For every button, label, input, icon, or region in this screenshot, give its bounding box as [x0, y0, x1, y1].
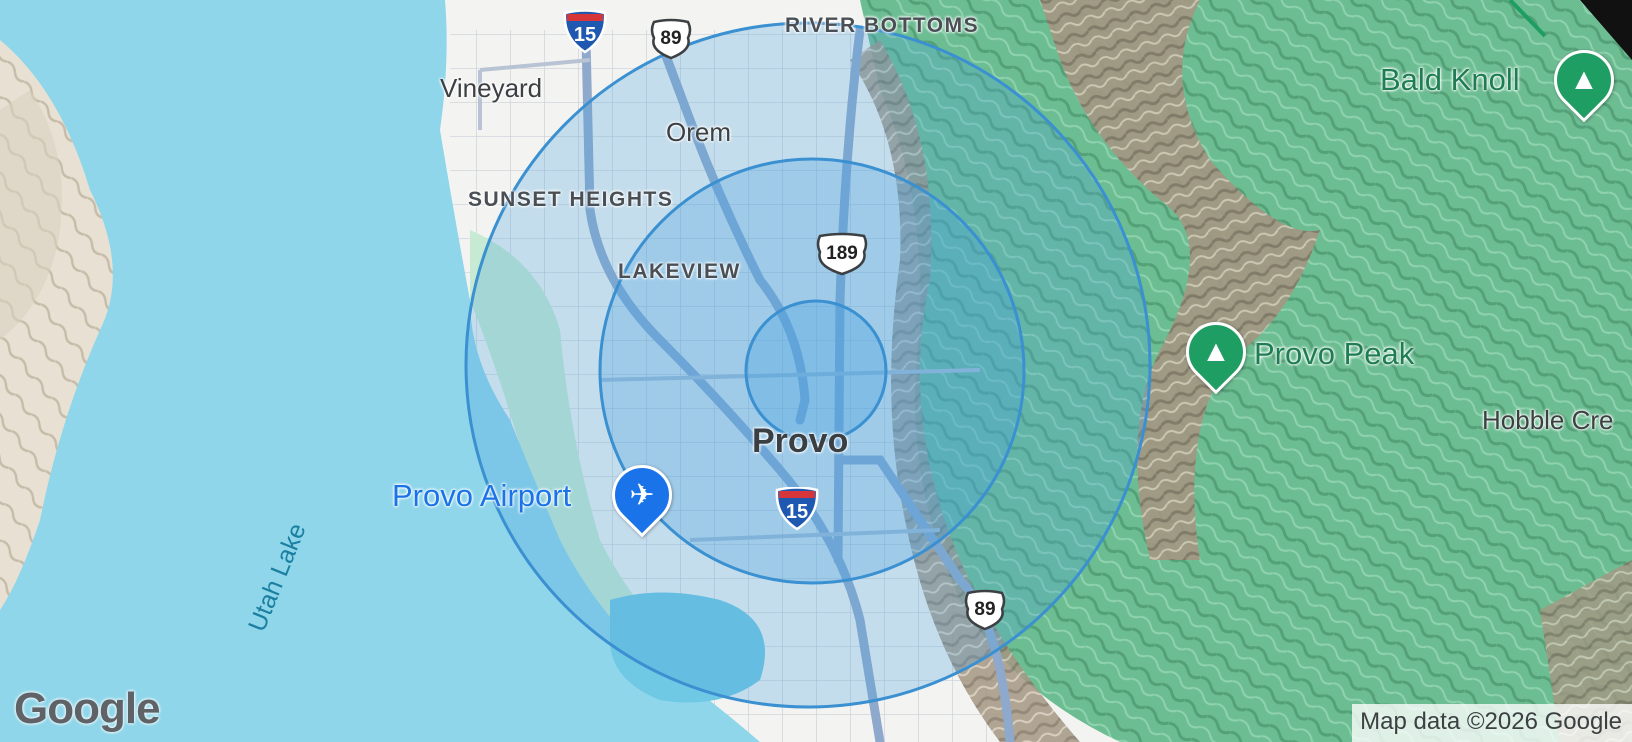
radius-ring-outer	[464, 21, 1152, 709]
radius-ring-middle	[598, 157, 1026, 585]
airplane-icon: ✈	[629, 478, 655, 512]
mountain-icon: ▲	[1201, 335, 1231, 368]
neighborhood-label-river-bottoms: RIVER BOTTOMS	[785, 14, 980, 37]
neighborhood-label-lakeview: LAKEVIEW	[618, 260, 741, 283]
city-label-provo: Provo	[752, 422, 849, 460]
poi-label-bald-knoll[interactable]: Bald Knoll	[1380, 62, 1520, 97]
google-logo: Google	[14, 684, 161, 733]
poi-label-provo-peak[interactable]: Provo Peak	[1254, 336, 1415, 371]
us-89-shield-top: 89	[648, 18, 694, 60]
radius-ring-inner	[744, 299, 888, 443]
city-label-vineyard: Vineyard	[440, 73, 543, 103]
map-attribution[interactable]: Map data ©2026 Google	[1352, 704, 1632, 742]
neighborhood-label-sunset-heights: SUNSET HEIGHTS	[468, 188, 674, 211]
interstate-15-shield-bottom: 15	[774, 486, 820, 531]
mountain-icon: ▲	[1569, 63, 1599, 96]
interstate-15-shield-top: 15	[562, 9, 608, 54]
us-89-shield-bottom: 89	[962, 589, 1008, 631]
poi-label-provo-airport[interactable]: Provo Airport	[392, 478, 572, 513]
city-label-orem: Orem	[666, 117, 731, 147]
us-189-shield: 189	[814, 232, 870, 276]
place-label-hobble-creek: Hobble Cre	[1482, 405, 1614, 435]
